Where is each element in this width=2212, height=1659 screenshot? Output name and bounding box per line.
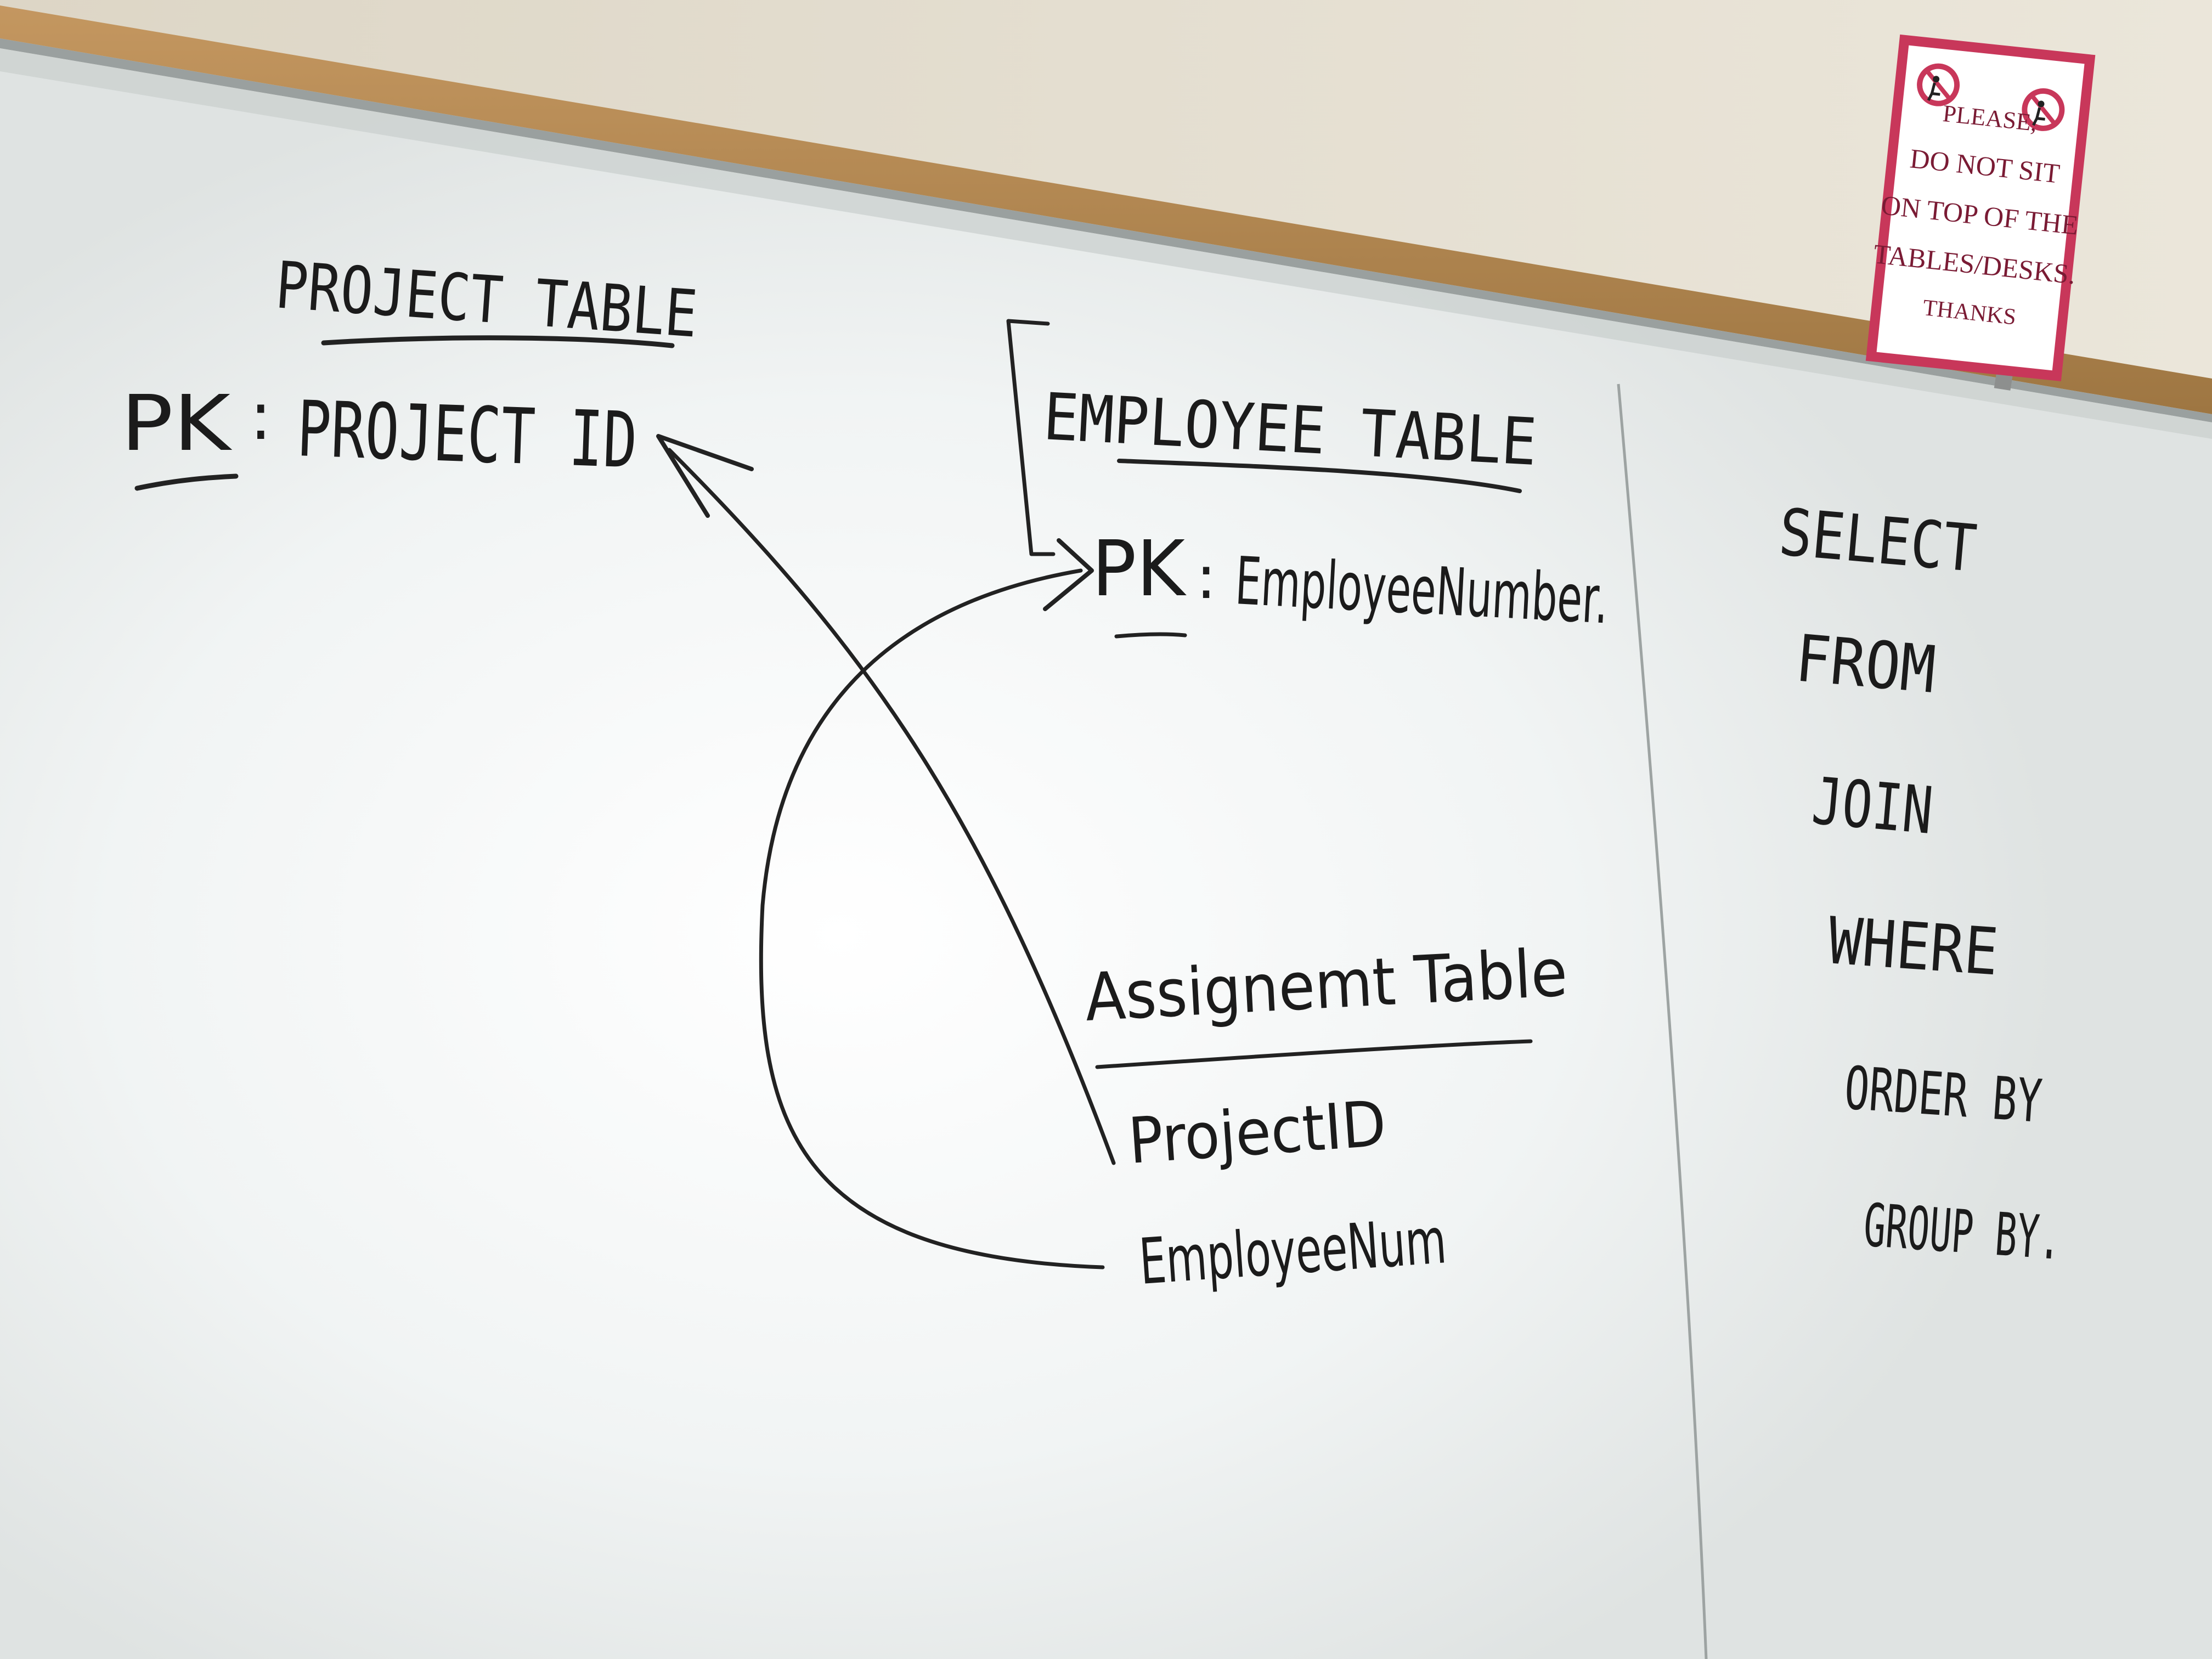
sql-keywords-list: SELECT FROM JOIN WHERE ORDER BY GROUP BY… <box>1776 494 2063 1273</box>
employee-bracket <box>1006 319 1056 556</box>
no-sitting-icon-2 <box>2022 88 2065 131</box>
arrowhead-project-id <box>656 434 754 518</box>
sql-keyword-order-by: ORDER BY <box>1842 1054 2044 1136</box>
sql-keyword-where: WHERE <box>1826 902 2001 990</box>
arrowhead-employee-num <box>1043 538 1094 611</box>
assignment-title-underline <box>1095 1039 1533 1069</box>
project-title-underline <box>321 335 675 348</box>
board-seam <box>1617 383 1708 1659</box>
cork-strip <box>0 5 2212 414</box>
arrow-employee-num-link <box>759 568 1105 1269</box>
sql-keyword-select: SELECT <box>1776 494 1980 586</box>
no-sitting-icon <box>1917 63 1960 106</box>
project-table-block: PROJECT TABLE PK : PROJECT ID <box>121 247 700 491</box>
employee-pk-underline <box>1114 632 1187 639</box>
arrow-project-id-link <box>667 448 1116 1165</box>
sql-keyword-join: JOIN <box>1809 763 1936 849</box>
sql-keyword-from: FROM <box>1793 620 1939 708</box>
whiteboard <box>0 48 2212 1659</box>
no-sitting-sign: PLEASE, DO NOT SIT ON TOP OF THE TABLES/… <box>1865 34 2096 382</box>
project-pk-sep: : <box>250 379 272 455</box>
project-pk-underline <box>134 473 239 491</box>
rail-trim <box>0 38 2212 422</box>
assignment-field-project-id: ProjectID <box>1126 1087 1389 1178</box>
employee-pk-label: PK <box>1092 524 1187 614</box>
employee-pk-sep: : <box>1196 542 1216 612</box>
project-pk-value: PROJECT ID <box>296 385 639 486</box>
sql-keyword-group-by: GROUP BY. <box>1861 1191 2063 1273</box>
employee-table-block: EMPLOYEE TABLE PK : EmployeeNumber. <box>1006 319 1610 639</box>
relationship-arrows <box>656 434 1116 1269</box>
whiteboard-shadow <box>0 48 2212 439</box>
project-pk-label: PK <box>121 379 233 469</box>
employee-title-underline <box>1117 459 1522 493</box>
